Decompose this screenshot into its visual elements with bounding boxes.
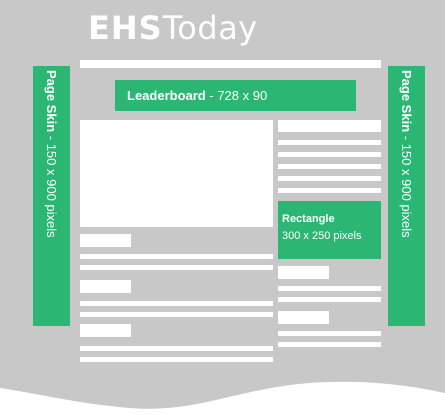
text-line-placeholder — [80, 357, 273, 362]
sidebar-line-placeholder — [278, 286, 381, 291]
text-block-heading-placeholder — [80, 324, 131, 337]
sidebar-line-placeholder — [278, 176, 381, 181]
text-line-placeholder — [80, 312, 273, 317]
sidebar-heading-placeholder — [278, 266, 329, 279]
sidebar-line-placeholder — [278, 188, 381, 193]
leaderboard-size: 728 x 90 — [217, 88, 268, 103]
nav-bar-placeholder — [80, 60, 381, 68]
sidebar-line-placeholder — [278, 140, 381, 145]
main-image-placeholder — [80, 120, 273, 227]
text-block-heading-placeholder — [80, 280, 131, 293]
sidebar-line-placeholder — [278, 152, 381, 157]
sidebar-line-placeholder — [278, 297, 381, 302]
rectangle-size: 300 x 250 pixels — [282, 230, 362, 242]
page-skin-right-size: 150 x 900 pixels — [399, 143, 414, 238]
logo-bold-text: EHS — [88, 9, 163, 47]
rectangle-label: Rectangle — [282, 213, 335, 225]
sidebar-line-placeholder — [278, 120, 381, 132]
sidebar-line-placeholder — [278, 331, 381, 336]
sidebar-heading-placeholder — [278, 311, 329, 324]
page-skin-right-separator: - — [399, 132, 414, 144]
page-skin-left: Page Skin - 150 x 900 pixels — [33, 66, 70, 326]
leaderboard-label: Leaderboard — [127, 88, 206, 103]
page-skin-left-label: Page Skin — [44, 70, 59, 133]
page-skin-left-separator: - — [44, 132, 59, 144]
leaderboard-ad: Leaderboard - 728 x 90 — [115, 80, 356, 111]
logo-light-text: Today — [162, 9, 258, 47]
leaderboard-separator: - — [205, 88, 218, 103]
text-line-placeholder — [80, 254, 273, 259]
sidebar-line-placeholder — [278, 164, 381, 169]
text-line-placeholder — [80, 346, 273, 351]
text-line-placeholder — [80, 301, 273, 306]
page-skin-right-label: Page Skin — [399, 70, 414, 133]
text-line-placeholder — [80, 265, 273, 270]
sidebar-line-placeholder — [278, 342, 381, 347]
page-skin-left-size: 150 x 900 pixels — [44, 143, 59, 238]
page-skin-right: Page Skin - 150 x 900 pixels — [388, 66, 425, 326]
text-block-heading-placeholder — [80, 234, 131, 247]
rectangle-ad: Rectangle 300 x 250 pixels — [278, 201, 381, 259]
